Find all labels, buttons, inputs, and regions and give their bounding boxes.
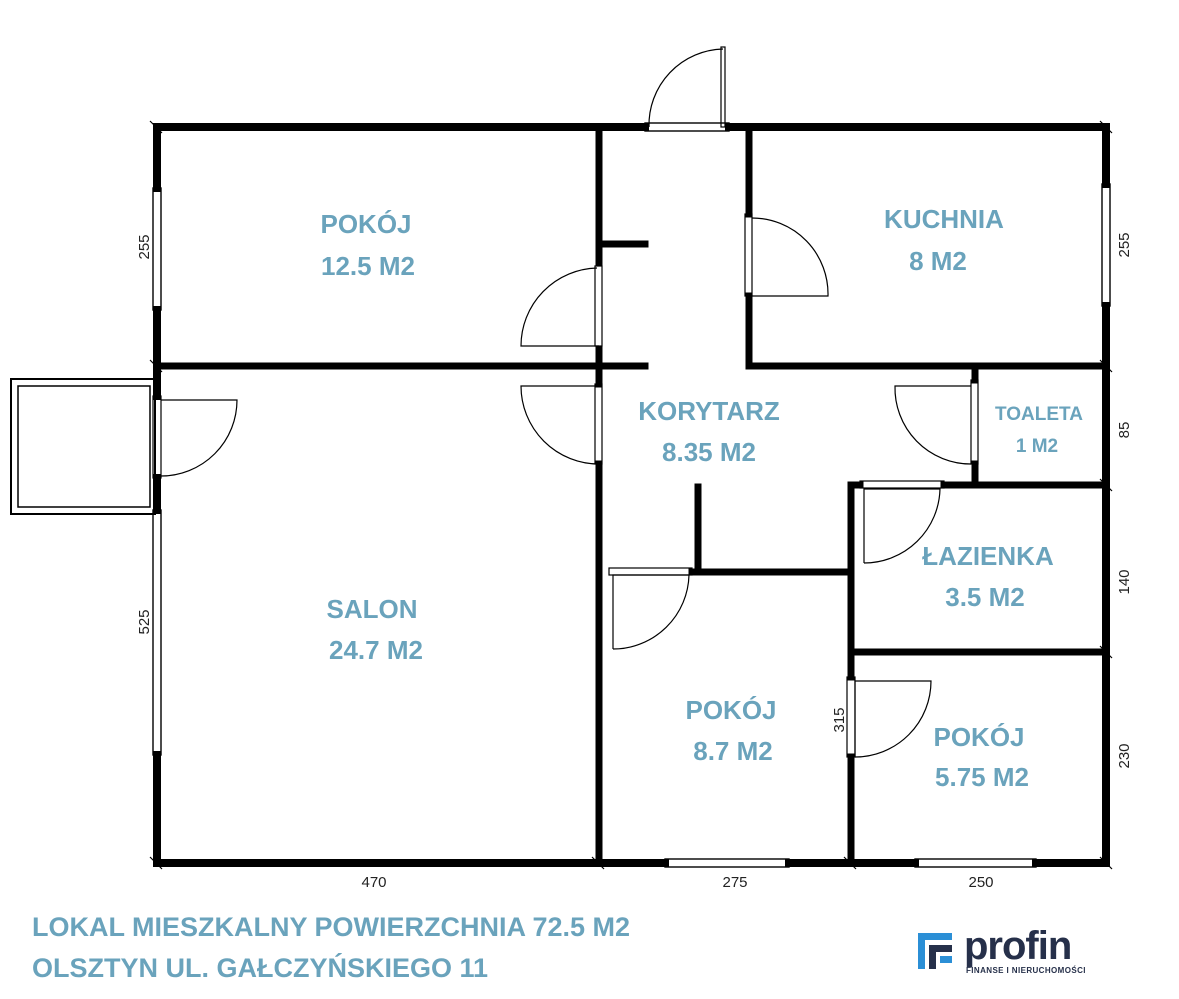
dim-right-bottom: 230 xyxy=(1116,743,1133,768)
room-area: 8.7 M2 xyxy=(693,736,773,766)
outer-walls xyxy=(153,123,1110,867)
room-name: POKÓJ xyxy=(933,722,1024,752)
dim-left-bottom: 525 xyxy=(136,609,153,634)
room-toaleta: TOALETA 1 M2 xyxy=(995,404,1083,457)
balcony xyxy=(10,378,156,515)
dim-bottom-pokoj: 275 xyxy=(722,874,747,891)
room-korytarz: KORYTARZ 8.35 M2 xyxy=(638,396,780,467)
room-area: 1 M2 xyxy=(1016,436,1058,457)
room-area: 8.35 M2 xyxy=(662,437,756,467)
room-pokoj-5-75: POKÓJ 5.75 M2 xyxy=(933,722,1028,792)
dim-inner-pokoj: 315 xyxy=(831,707,848,732)
room-pokoj-12-5: POKÓJ 12.5 M2 xyxy=(320,209,414,281)
dimension-labels: 255 525 255 85 140 230 315 470 275 250 xyxy=(136,232,1133,891)
dimension-ticks xyxy=(149,120,1113,870)
room-area: 8 M2 xyxy=(909,246,967,276)
room-name: KUCHNIA xyxy=(884,204,1004,234)
footer-line-address: OLSZTYN UL. GAŁCZYŃSKIEGO 11 xyxy=(32,953,489,983)
room-area: 3.5 M2 xyxy=(945,582,1025,612)
dim-bottom-salon: 470 xyxy=(361,874,386,891)
logo-tagline: FINANSE I NIERUCHOMOŚCI xyxy=(966,966,1086,975)
footer-line-area: LOKAL MIESZKALNY POWIERZCHNIA 72.5 M2 xyxy=(32,912,631,942)
room-salon: SALON 24.7 M2 xyxy=(327,594,423,665)
profin-mark-icon xyxy=(918,933,952,969)
interior-walls xyxy=(153,123,1110,867)
dim-bottom-right: 250 xyxy=(968,874,993,891)
room-name: POKÓJ xyxy=(685,695,776,725)
windows xyxy=(152,122,1111,868)
room-name: TOALETA xyxy=(995,404,1083,425)
logo-wordmark: profin xyxy=(964,924,1072,968)
room-area: 24.7 M2 xyxy=(329,635,423,665)
dim-right-top: 255 xyxy=(1116,232,1133,257)
room-area: 12.5 M2 xyxy=(321,251,415,281)
room-name: KORYTARZ xyxy=(638,396,780,426)
dim-right-lazienka: 140 xyxy=(1116,569,1133,594)
room-name: POKÓJ xyxy=(320,209,411,239)
profin-logo: profin FINANSE I NIERUCHOMOŚCI xyxy=(916,924,1096,978)
room-area: 5.75 M2 xyxy=(935,762,1029,792)
room-lazienka: ŁAZIENKA 3.5 M2 xyxy=(922,541,1054,612)
room-kuchnia: KUCHNIA 8 M2 xyxy=(884,204,1004,276)
room-pokoj-8-7: POKÓJ 8.7 M2 xyxy=(685,695,776,766)
room-name: ŁAZIENKA xyxy=(922,541,1054,571)
dim-right-toaleta: 85 xyxy=(1116,422,1133,439)
dim-left-top: 255 xyxy=(136,234,153,259)
room-name: SALON xyxy=(327,594,418,624)
doors xyxy=(152,46,979,758)
